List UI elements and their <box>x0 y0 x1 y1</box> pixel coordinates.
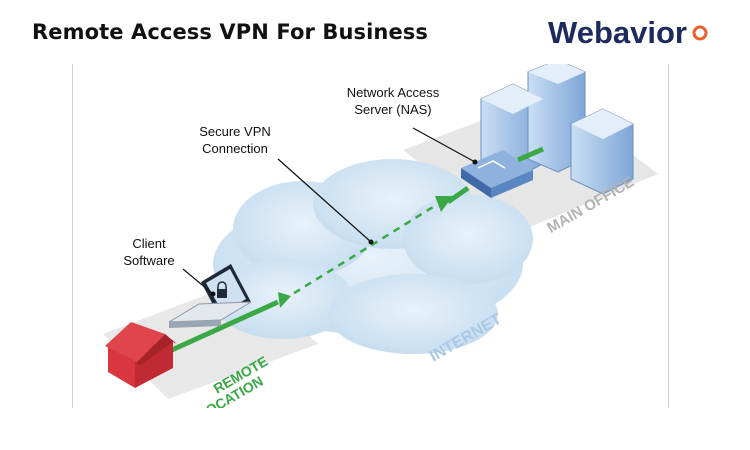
laptop-icon <box>168 264 252 328</box>
logo-text-lead: Webavior <box>548 15 687 50</box>
nas-label-line2: Server (NAS) <box>354 102 431 117</box>
vpn-label-dot <box>368 239 374 245</box>
client-label-dot <box>210 291 216 297</box>
diagram-frame: Network Access Server (NAS) Secure VPN C… <box>72 59 669 423</box>
vpn-label-line2: Connection <box>202 141 268 156</box>
nas-label-line1: Network Access <box>347 85 440 100</box>
vpn-label-leader <box>277 158 372 243</box>
client-label-leader <box>182 268 214 295</box>
nas-server-icon <box>461 150 533 198</box>
tunnel-office-segment <box>446 185 470 205</box>
tunnel-dashed-segment <box>282 205 434 302</box>
vpn-label-line1: Secure VPN <box>199 124 271 139</box>
webavior-logo[interactable]: Webavior <box>548 12 724 52</box>
house-icon <box>105 322 177 388</box>
nas-label-leader <box>412 127 476 163</box>
logo-text: Webavior <box>548 15 687 50</box>
client-label-line1: Client <box>132 236 166 251</box>
logo-accent-icon <box>692 25 708 41</box>
nas-label-dot <box>472 159 478 165</box>
tunnel-remote-segment <box>161 299 280 357</box>
client-label-line2: Software <box>123 253 174 268</box>
page-title: Remote Access VPN For Business <box>32 20 428 44</box>
vpn-diagram: Network Access Server (NAS) Secure VPN C… <box>103 59 658 423</box>
nas-building-link <box>516 146 545 163</box>
